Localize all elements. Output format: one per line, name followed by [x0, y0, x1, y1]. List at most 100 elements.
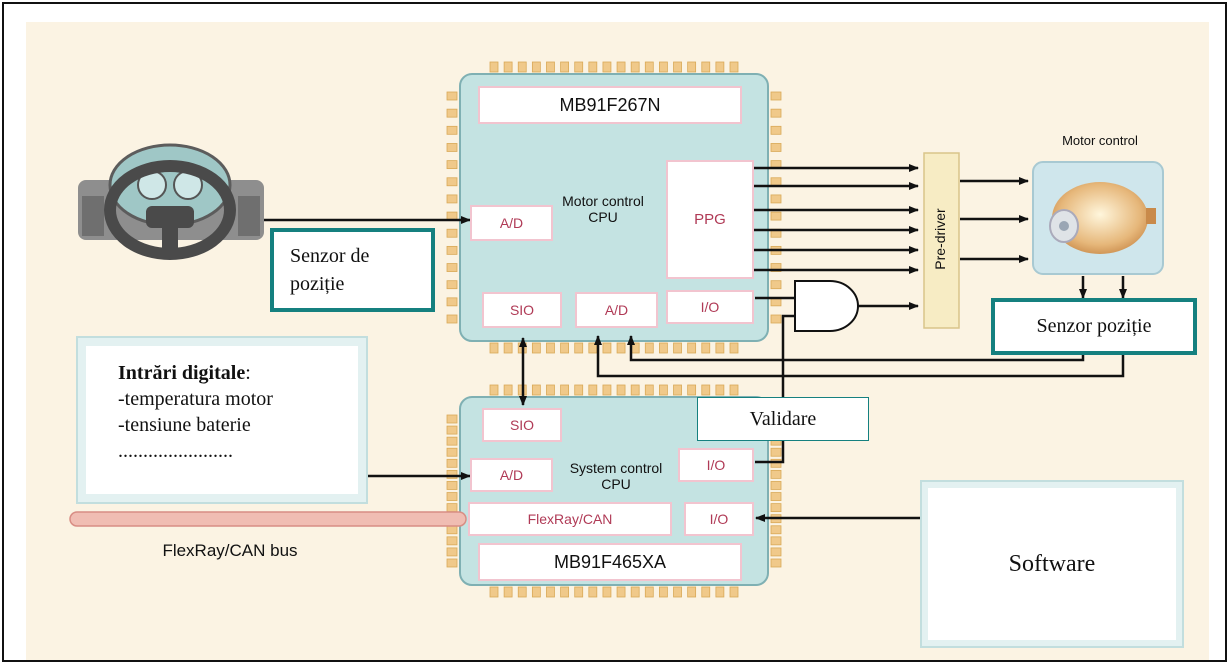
chip-pin [602, 61, 612, 73]
chip-pin [503, 342, 513, 354]
connections [264, 164, 1127, 522]
chip-pin [574, 586, 584, 598]
chip-pin [770, 481, 782, 490]
chip-pin [446, 425, 458, 435]
chip-pin [517, 61, 527, 73]
chip-pin [446, 525, 458, 535]
chip-pin [770, 525, 782, 535]
chip-pin [770, 458, 782, 468]
chip-pin [489, 61, 499, 73]
chip-pin [770, 547, 782, 557]
top-io-block: I/O [666, 290, 754, 324]
chip-pin [770, 263, 782, 272]
flexray-can-block: FlexRay/CAN [468, 502, 672, 536]
pre-driver-label: Pre-driver [932, 208, 948, 270]
top-sio-block: SIO [482, 292, 562, 328]
chip-pin [616, 342, 626, 354]
intrari-colon: : [245, 362, 251, 384]
chip-pin [602, 586, 612, 598]
chip-pin [446, 194, 458, 204]
chip-pin [446, 245, 458, 255]
top-ad2-block: A/D [575, 292, 658, 328]
chip-pin [770, 447, 782, 457]
senzor-de-pozitie-line2: poziție [290, 273, 345, 295]
chip-pin [770, 125, 782, 135]
chip-pin [687, 586, 697, 598]
chip-pin [446, 160, 458, 170]
chip-pin [446, 503, 458, 513]
chip-pin [446, 108, 458, 118]
chip-pin [630, 384, 640, 396]
chip-pin [770, 91, 782, 101]
chip-pin [503, 384, 513, 396]
chip-pin [701, 586, 711, 598]
chip-pin [602, 342, 612, 354]
chip-pin [574, 342, 584, 354]
chip-pin [630, 61, 640, 73]
senzor-de-pozitie-line1: Senzor de [290, 245, 370, 267]
chip-pin [770, 143, 782, 152]
chip-pin [560, 342, 569, 354]
chip-pin [446, 536, 458, 546]
chip-pin [531, 61, 541, 73]
bottom-chip-pins [446, 384, 782, 598]
software-box: Software [920, 480, 1184, 648]
chip-pin [715, 384, 725, 396]
bottom-ad-block: A/D [470, 458, 553, 492]
chip-pin [644, 586, 654, 598]
chip-pin [687, 342, 697, 354]
chip-pin [588, 61, 598, 73]
chip-pin [673, 342, 682, 354]
chip-pin [770, 177, 782, 187]
chip-pin [503, 586, 513, 598]
chip-pin [446, 314, 458, 324]
chip-pin [659, 586, 668, 598]
chip-pin [770, 314, 782, 324]
chip-pin [546, 586, 555, 598]
chip-pin [770, 558, 782, 568]
chip-pin [446, 143, 458, 152]
chip-pin [644, 342, 654, 354]
intrari-line-3: ....................... [118, 440, 233, 462]
chip-pin [531, 384, 541, 396]
chip-pin [489, 586, 499, 598]
top-chip-title: Motor control CPU [548, 193, 658, 225]
chip-pin [630, 586, 640, 598]
chip-pin [503, 61, 513, 73]
chip-pin [560, 61, 569, 73]
chip-pin [770, 194, 782, 204]
intrari-title-row: Intrări digitale: [118, 360, 366, 386]
chip-pin [770, 492, 782, 501]
chip-pin [574, 384, 584, 396]
flexray-can-bus [69, 511, 467, 527]
chip-pin [729, 61, 739, 73]
chip-pin [489, 384, 499, 396]
top-chip-name: MB91F267N [478, 86, 742, 124]
chip-pin [588, 384, 598, 396]
chip-pin [546, 61, 555, 73]
chip-pin [770, 503, 782, 513]
chip-pin [560, 586, 569, 598]
chip-pin [531, 586, 541, 598]
chip-pin [630, 342, 640, 354]
validare-box: Validare [697, 397, 869, 441]
chip-pin [673, 384, 682, 396]
chip-pin [616, 384, 626, 396]
chip-pin [644, 61, 654, 73]
chip-pin [446, 469, 458, 479]
chip-pin [729, 342, 739, 354]
top-ad-block: A/D [470, 205, 553, 241]
bottom-sio-block: SIO [482, 408, 562, 442]
and-gate [794, 280, 859, 332]
chip-pin [446, 263, 458, 272]
chip-pin [770, 469, 782, 479]
chip-pin [588, 342, 598, 354]
chip-pin [701, 384, 711, 396]
chip-pin [446, 436, 458, 446]
motor-icon [1032, 161, 1164, 275]
chip-pin [644, 384, 654, 396]
chip-pin [446, 481, 458, 490]
top-chip-title-line1: Motor control [562, 193, 644, 209]
chip-pin [729, 586, 739, 598]
top-chip-pins [446, 61, 782, 354]
